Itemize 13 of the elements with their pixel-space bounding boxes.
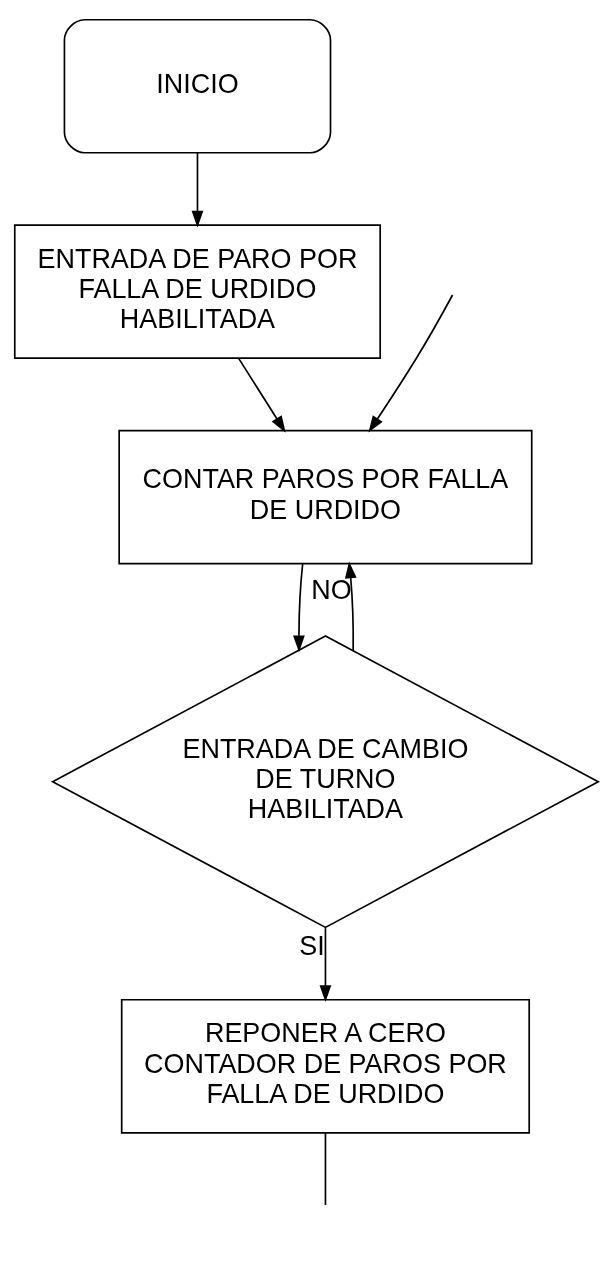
arrow: [319, 927, 332, 1003]
arrow: [368, 294, 454, 433]
arrow: [191, 152, 204, 228]
arrow: [344, 561, 357, 652]
node-box: ENTRADA DE PARO POR FALLA DE URDIDO HABILITADA: [13, 224, 381, 360]
connector: [324, 1132, 327, 1206]
node-box: CONTAR PAROS POR FALLA DE URDIDO: [118, 429, 533, 565]
node-box: INICIO: [63, 18, 332, 154]
edge-label: NO: [311, 574, 352, 605]
arrow: [293, 563, 305, 653]
node-box: REPONER A CERO CONTADOR DE PAROS POR FALLA DE URDIDO: [120, 998, 531, 1134]
edge-label: SI: [299, 931, 325, 962]
arrow: [237, 357, 286, 433]
